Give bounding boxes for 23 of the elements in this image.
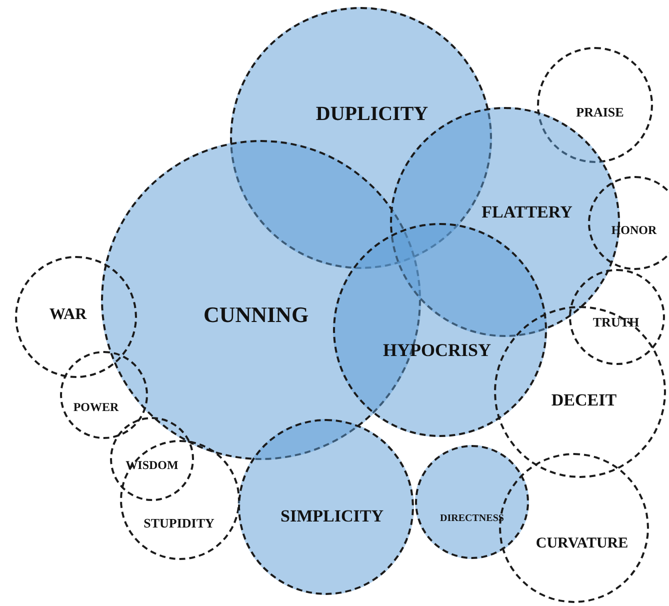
concept-label: WISDOM [126,459,178,471]
concept-label: SIMPLICITY [280,508,384,524]
concept-circle [537,47,653,163]
concept-label: STUPIDITY [144,516,214,530]
concept-label: WAR [49,307,87,323]
concept-label: TRUTH [592,316,640,328]
concept-label: DIRECTNESS [440,514,504,524]
concept-label: CURVATURE [536,536,628,552]
concept-label: HYPOCRISY [383,341,491,359]
concept-label: FLATTERY [482,204,572,220]
concept-circle [110,417,194,501]
concept-circle [588,176,669,270]
concept-label: HONOR [611,224,657,236]
concept-label: DUPLICITY [316,104,428,124]
concept-circle [494,306,666,478]
concept-label: CUNNING [203,304,309,326]
concept-circle [15,256,137,378]
concept-label: DECEIT [551,392,617,408]
concept-label: PRAISE [576,106,624,118]
concept-circle [60,351,148,439]
concept-label: POWER [73,401,119,413]
concept-circle [569,269,665,365]
concept-circle [120,440,240,560]
